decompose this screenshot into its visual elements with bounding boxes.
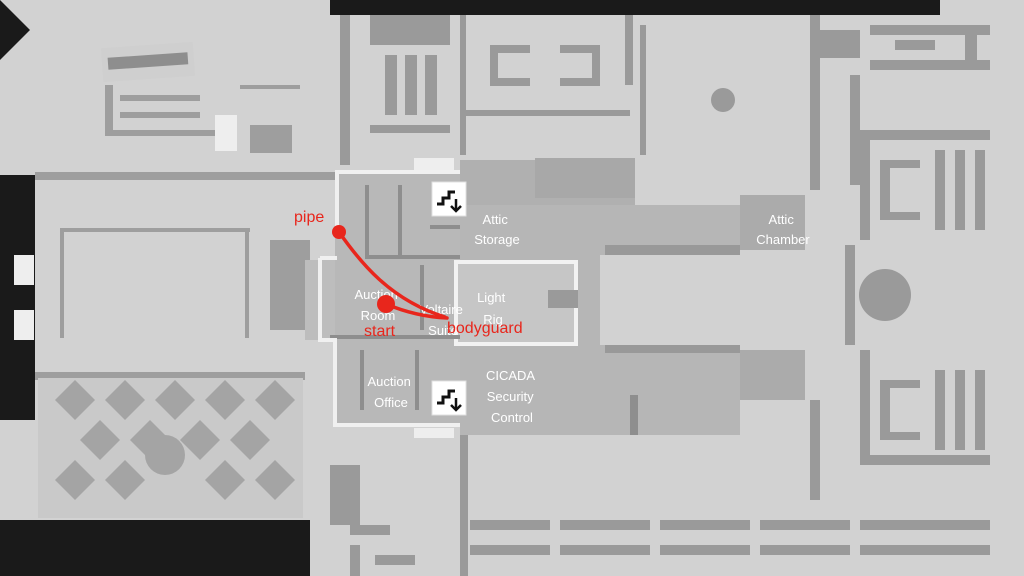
central-interior-walls — [330, 185, 638, 435]
small-structure — [100, 41, 196, 83]
left-wing-walls — [14, 85, 335, 380]
route-overlay: pipe start bodyguard — [294, 209, 523, 340]
stairs-down-icon — [431, 181, 467, 217]
pipe-label: pipe — [294, 209, 324, 226]
floor-outline — [318, 158, 460, 438]
bottom-walls — [330, 435, 990, 576]
room-label-auction-office: Auction Office — [368, 374, 415, 410]
start-label: start — [364, 323, 396, 340]
room-label-attic-storage: Attic Storage — [474, 212, 520, 247]
right-wing-walls — [810, 130, 990, 500]
central-block — [305, 158, 805, 435]
room-label-light-rig: Light Rig — [477, 290, 509, 327]
room-label-attic-chamber: Attic Chamber — [756, 212, 810, 247]
pipe-marker — [332, 225, 346, 239]
room-label-cicada-security-control: CICADA Security Control — [486, 368, 538, 425]
stairs-down-icon — [431, 380, 467, 416]
top-walls — [340, 15, 990, 190]
route-pipe-to-bodyguard — [337, 230, 447, 319]
bodyguard-label: bodyguard — [447, 320, 523, 337]
diamond-courtyard — [38, 378, 303, 518]
start-marker — [377, 295, 395, 313]
room-labels: Attic Storage Attic Chamber Auction Room… — [355, 212, 811, 425]
light-rig-area — [454, 260, 578, 346]
